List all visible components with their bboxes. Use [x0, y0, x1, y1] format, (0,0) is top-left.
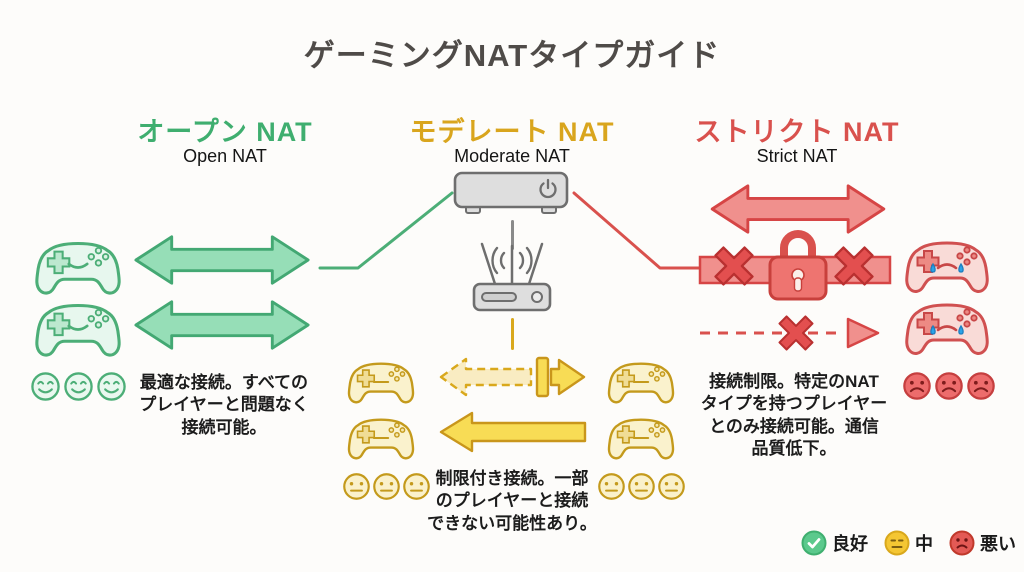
double-arrow-green-icon [133, 231, 311, 289]
legend-item-bad: 悪い [949, 530, 1016, 556]
neutral-face-icon [597, 472, 626, 501]
neutral-face-icon [657, 472, 686, 501]
happy-face-icon [63, 371, 94, 402]
strict-nat-subtitle: Strict NAT [756, 146, 838, 166]
page-title: ゲーミングNATタイプガイド [303, 38, 721, 73]
neutral-face-icon [884, 530, 910, 556]
strict-nat-heading: ストリクト NAT [694, 117, 900, 147]
happy-face-icon [96, 371, 127, 402]
legend-item-medium: 中 [884, 530, 933, 556]
moderate-nat-subtitle: Moderate NAT [454, 146, 570, 166]
gamepad-neutral-icon [346, 412, 416, 464]
one-way-arrow-icon [439, 411, 587, 453]
double-arrow-green-icon [133, 296, 311, 354]
modem-icon [453, 171, 569, 214]
gamepad-sad-icon [903, 298, 991, 358]
neutral-face-icon [342, 472, 371, 501]
gamepad-neutral-icon [606, 412, 676, 464]
failed-connection-arrow-icon [700, 308, 880, 358]
open-nat-description: 最適な接続。すべての プレイヤーと問題なく 接続可能。 [139, 373, 309, 437]
strict-nat-description: 接続制限。特定のNAT タイプを持つプレイヤー とのみ接続可能。通信 品質低下。 [700, 372, 888, 459]
legend-medium-label: 中 [915, 534, 933, 554]
neutral-face-icon [372, 472, 401, 501]
moderate-nat-heading: モデレート NAT [409, 117, 615, 147]
sad-face-icon [934, 371, 964, 401]
open-connection-line [318, 191, 454, 270]
sad-face-icon [949, 530, 975, 556]
gamepad-happy-icon [33, 299, 123, 359]
router-arrow-link-line [510, 318, 514, 350]
blocked-connection-lock-icon [698, 230, 892, 301]
gamepad-neutral-icon [346, 356, 416, 408]
gamepad-sad-icon [903, 236, 991, 296]
sad-face-icon [966, 371, 996, 401]
wifi-router-icon [472, 242, 552, 312]
open-nat-heading: オープン NAT [137, 117, 313, 147]
legend: 良好 中 悪い [801, 530, 1016, 556]
modem-router-link-line [510, 220, 514, 250]
check-circle-icon [801, 530, 827, 556]
restricted-arrow-icon [439, 356, 586, 398]
legend-good-label: 良好 [832, 534, 868, 554]
gamepad-neutral-icon [606, 356, 676, 408]
legend-item-good: 良好 [801, 530, 868, 556]
strict-connection-line [572, 191, 705, 270]
moderate-nat-description: 制限付き接続。一部 のプレイヤーと接続 できない可能性あり。 [427, 469, 597, 533]
sad-face-icon [902, 371, 932, 401]
legend-bad-label: 悪い [980, 534, 1016, 554]
neutral-face-icon [627, 472, 656, 501]
happy-face-icon [30, 371, 61, 402]
open-nat-subtitle: Open NAT [183, 146, 267, 166]
gamepad-happy-icon [33, 237, 123, 297]
